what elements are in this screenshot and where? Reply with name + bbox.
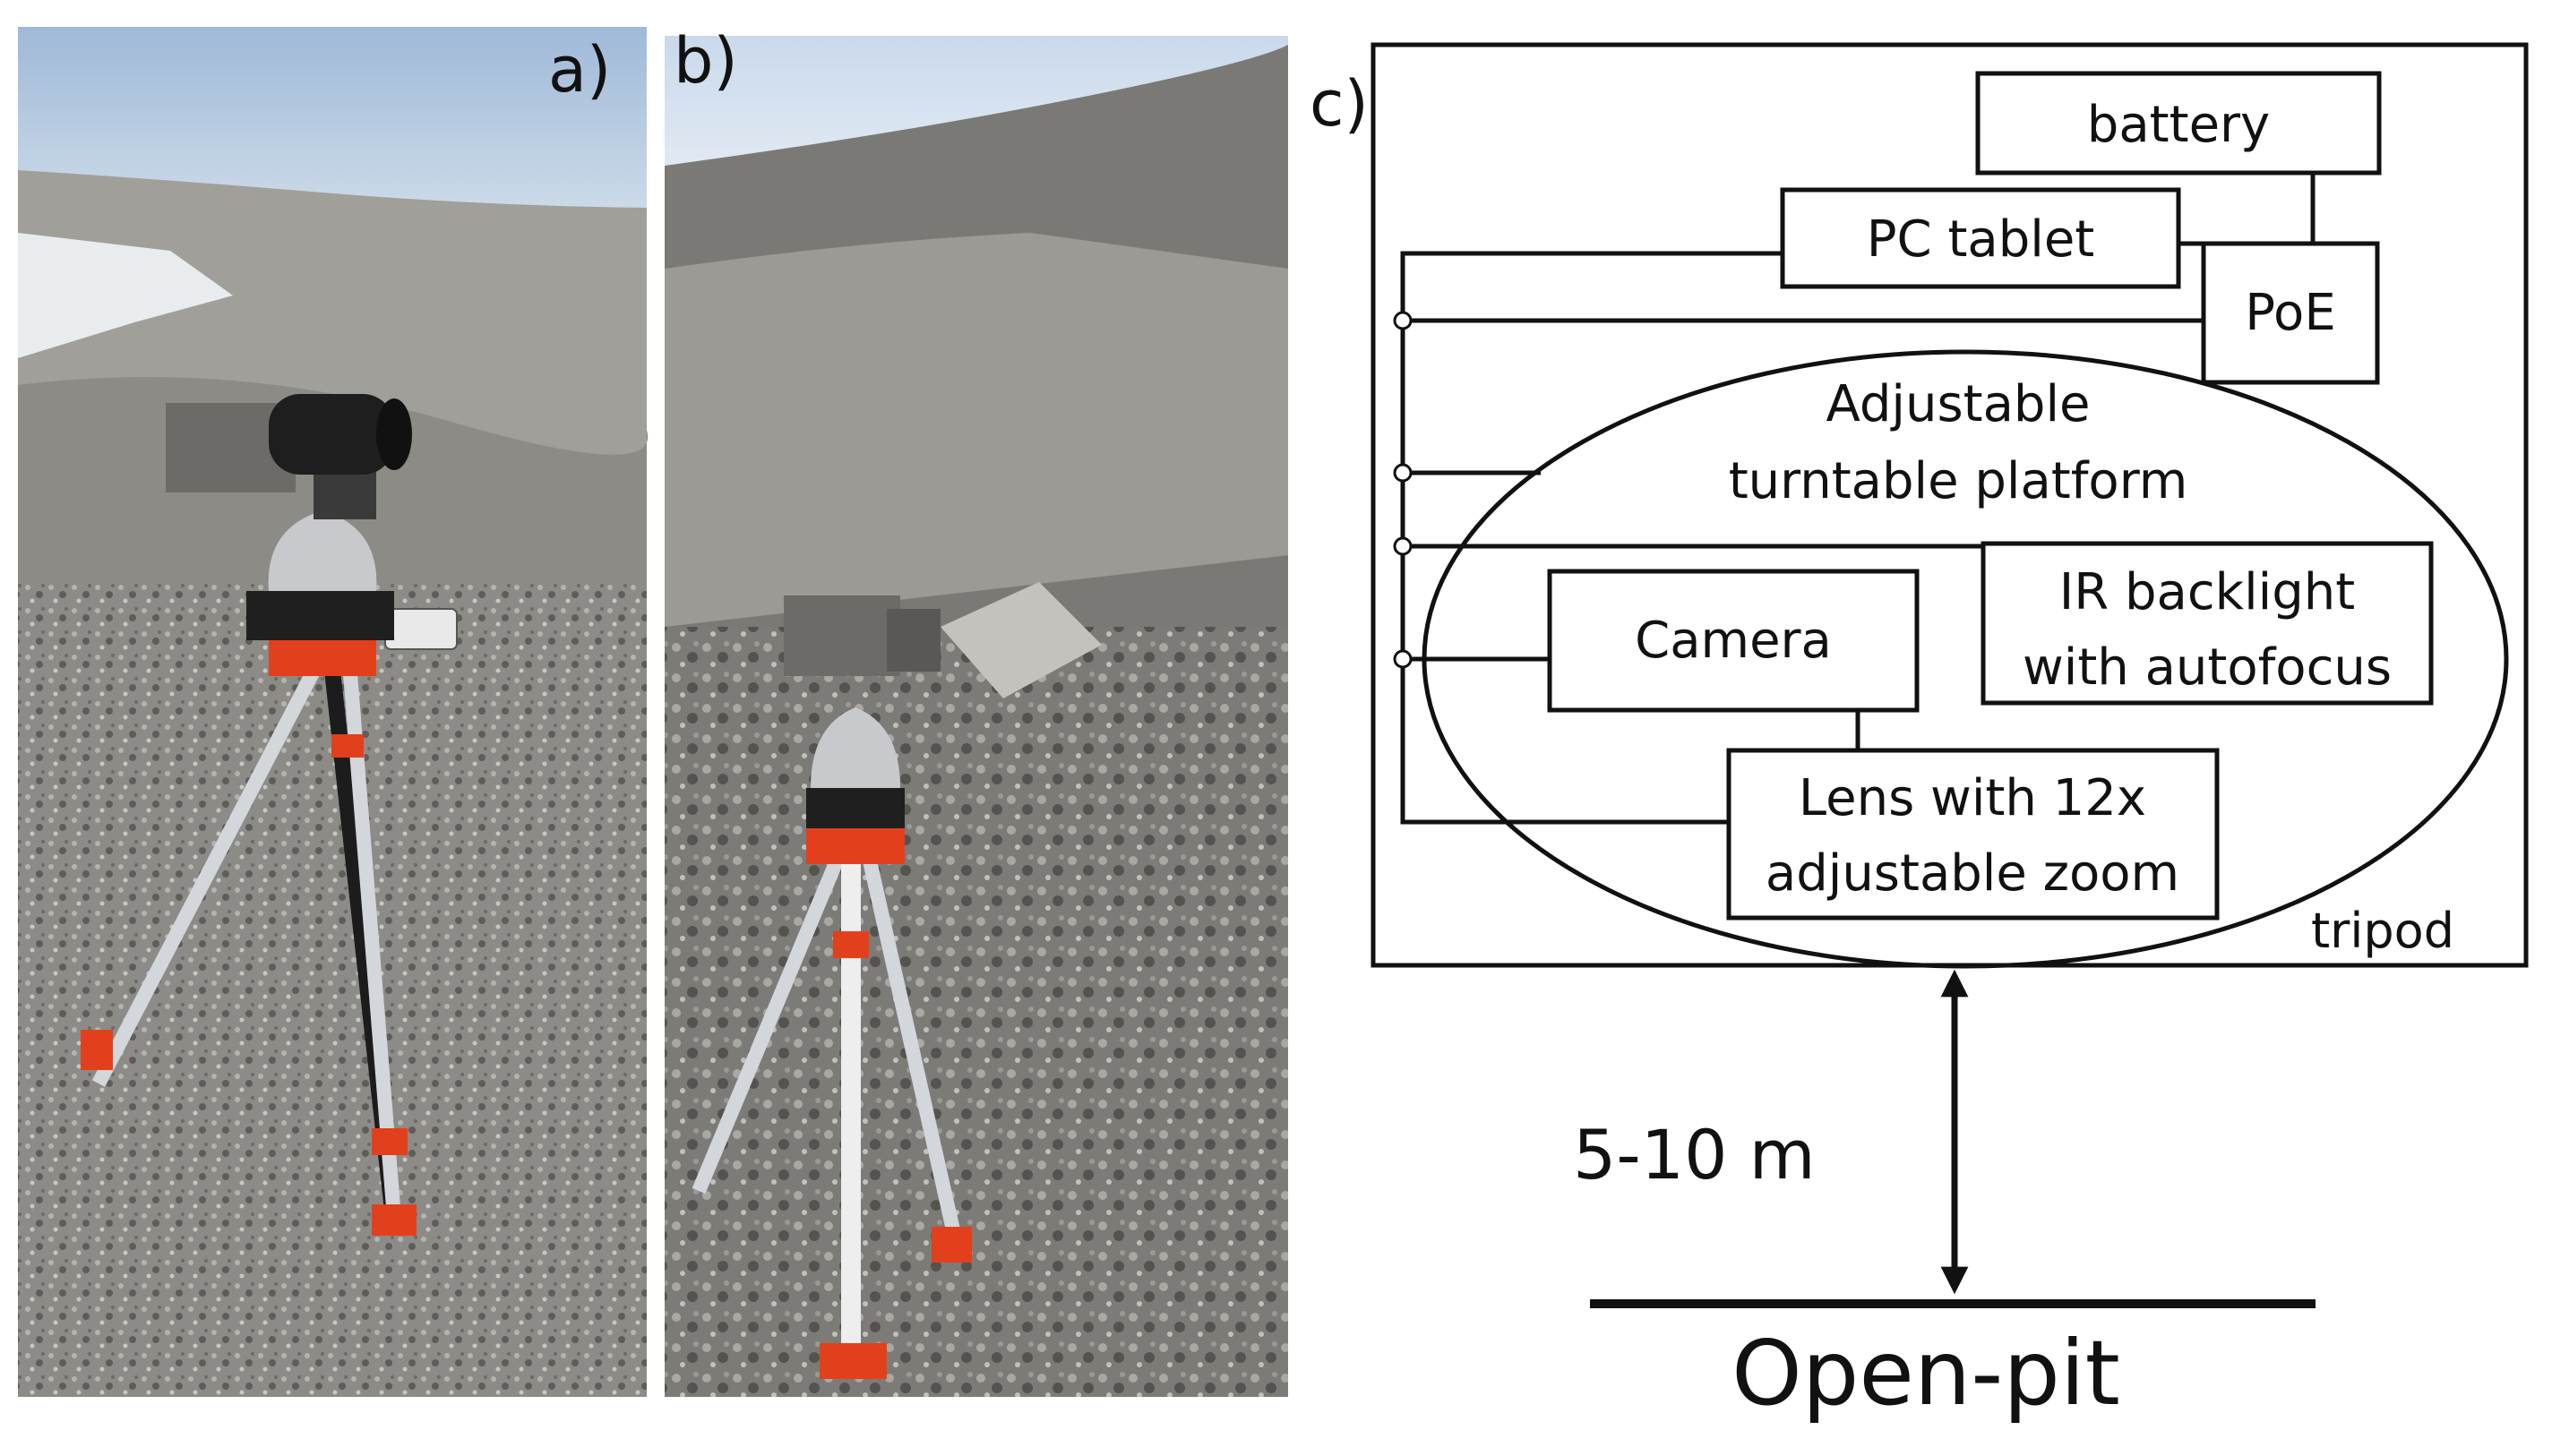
diagram-panel-c: battery PC tablet PoE Adjustable turntab…	[1371, 42, 2529, 1426]
junction-dot	[1393, 649, 1413, 669]
rock-highlight	[665, 233, 1288, 627]
panel-label-a: a)	[548, 33, 611, 107]
battery-label: battery	[2087, 96, 2270, 154]
tripod-b	[692, 824, 972, 1379]
boulders	[941, 582, 1102, 698]
pc-tablet-label: PC tablet	[1867, 210, 2094, 269]
junction-dot	[1393, 463, 1413, 483]
camera-box	[1547, 569, 1920, 713]
poe-label: PoE	[2245, 284, 2335, 342]
panel-label-b: b)	[674, 24, 738, 98]
poe-box	[2201, 241, 2380, 385]
lens-label-line1: Lens with 12x	[1799, 769, 2146, 827]
junction-dot	[1393, 536, 1413, 556]
tripod-a	[81, 640, 417, 1236]
photo-panel-a	[18, 27, 649, 1397]
ir-backlight-box	[1981, 541, 2434, 706]
photo-panel-b	[665, 36, 1288, 1397]
platform-label-line2: turntable platform	[1729, 452, 2188, 510]
camera-a	[166, 394, 412, 640]
camera-b	[784, 595, 941, 828]
ir-label-line1: IR backlight	[2059, 563, 2355, 621]
distance-label: 5-10 m	[1573, 1115, 1816, 1195]
lens-label-line2: adjustable zoom	[1766, 844, 2179, 903]
pc-tablet-box	[1780, 187, 2181, 289]
gravel-ground	[665, 627, 1288, 1397]
turntable-platform-ellipse	[1422, 349, 2509, 969]
platform-label-line1: Adjustable	[1826, 375, 2091, 433]
lens-box	[1726, 748, 2220, 921]
camera-label: Camera	[1635, 612, 1832, 670]
battery-box	[1975, 71, 2382, 176]
junction-dot	[1393, 311, 1413, 330]
bus-tablet	[1400, 251, 1784, 825]
ir-label-line2: with autofocus	[2023, 638, 2392, 697]
truck	[384, 608, 458, 650]
snow-patch	[18, 233, 233, 358]
tripod-label: tripod	[2311, 903, 2454, 959]
panel-label-c: c)	[1310, 67, 1369, 141]
ground-label: Open-pit	[1731, 1321, 2120, 1426]
